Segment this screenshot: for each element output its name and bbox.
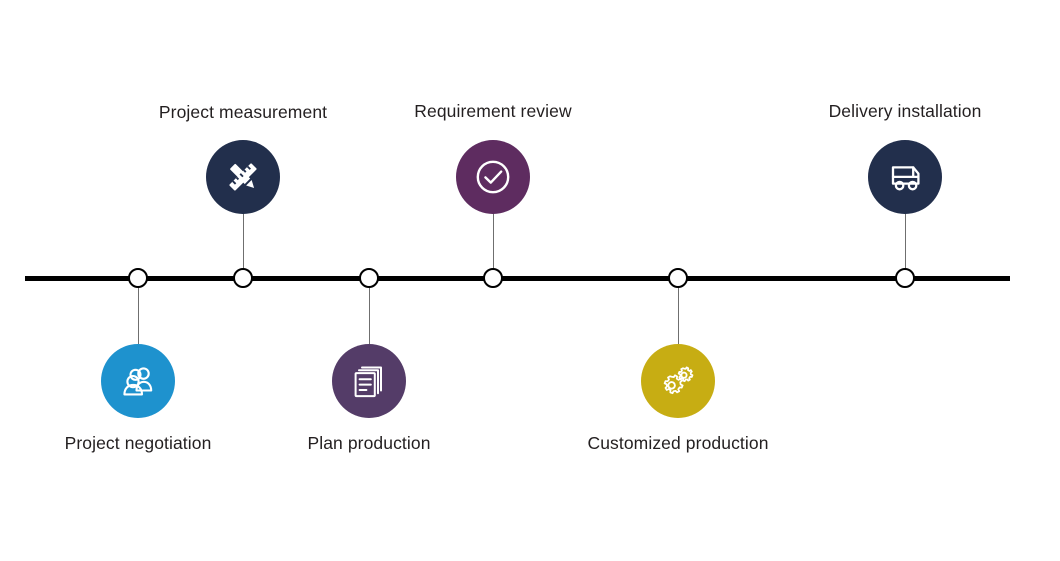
label-delivery-installation: Delivery installation: [828, 101, 982, 121]
truck-icon: [885, 157, 925, 197]
label-customized-production: Customized production: [587, 433, 769, 453]
icon-bubble-delivery-installation[interactable]: [868, 140, 942, 214]
marker-plan-production[interactable]: [359, 268, 379, 288]
timeline-axis: [25, 275, 1010, 281]
marker-project-negotiation[interactable]: [128, 268, 148, 288]
label-project-negotiation: Project negotiation: [64, 433, 212, 453]
stem-project-negotiation: [137, 286, 139, 345]
stem-project-measurement: [242, 212, 244, 270]
check-circle-icon: [472, 156, 514, 198]
users-icon: [118, 361, 158, 401]
marker-delivery-installation[interactable]: [895, 268, 915, 288]
icon-bubble-customized-production[interactable]: [641, 344, 715, 418]
icon-bubble-plan-production[interactable]: [332, 344, 406, 418]
stem-delivery-installation: [904, 212, 906, 270]
gears-icon: [657, 360, 699, 402]
marker-project-measurement[interactable]: [233, 268, 253, 288]
pencil-ruler-icon: [223, 157, 263, 197]
icon-bubble-requirement-review[interactable]: [456, 140, 530, 214]
stem-requirement-review: [492, 212, 494, 270]
label-requirement-review: Requirement review: [414, 101, 572, 121]
label-project-measurement: Project measurement: [158, 102, 328, 122]
label-plan-production: Plan production: [307, 433, 431, 453]
icon-bubble-project-measurement[interactable]: [206, 140, 280, 214]
stem-plan-production: [368, 286, 370, 345]
icon-bubble-project-negotiation[interactable]: [101, 344, 175, 418]
marker-requirement-review[interactable]: [483, 268, 503, 288]
marker-customized-production[interactable]: [668, 268, 688, 288]
documents-icon: [350, 362, 388, 400]
stem-customized-production: [677, 286, 679, 345]
